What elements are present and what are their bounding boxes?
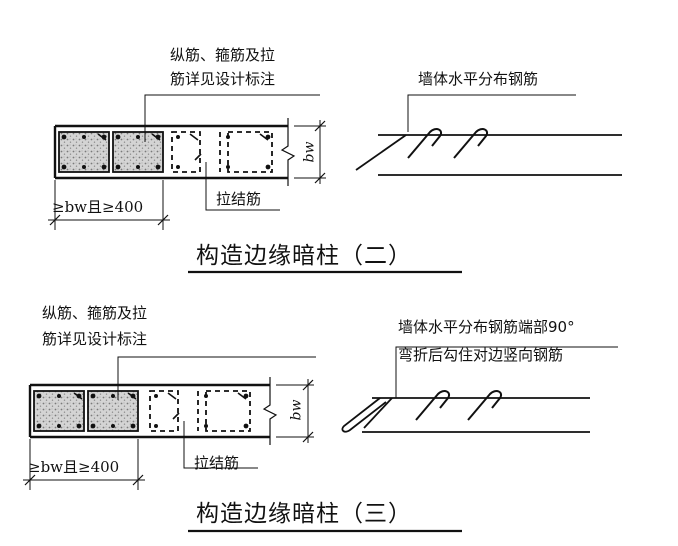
d2-tie-hook-3 [194, 153, 202, 161]
d2-label-long-bars-line2: 筋详见设计标注 [170, 70, 276, 88]
d3-leader-tie-bars [183, 421, 258, 469]
d2-tie-dashed-3 [227, 131, 273, 173]
d2-leader-wall-bars [407, 94, 576, 132]
diagram-2 [48, 94, 622, 274]
d3-hook-bar-1 [415, 390, 450, 421]
d3-label-long-bars-line2: 筋详见设计标注 [42, 330, 148, 348]
d2-leader-tie-bars [205, 162, 280, 211]
d3-label-long-bars-line1: 纵筋、箍筋及拉 [42, 304, 148, 322]
d2-hook-bar-1 [407, 128, 442, 159]
d3-title: 构造边缘暗柱（三） [196, 501, 412, 527]
d2-label-wall-bars: 墙体水平分布钢筋 [418, 70, 539, 88]
d3-break-line [262, 377, 278, 445]
d2-tie-dashed-1 [171, 131, 201, 173]
d3-leader-long-bars [117, 356, 316, 400]
d3-wall-bar-bend-2 [363, 397, 393, 429]
d2-wall-bar-diag [355, 134, 407, 171]
d3-leader-wall-bars [395, 346, 618, 398]
d2-label-tie-bars: 拉结筋 [216, 190, 262, 208]
d2-title: 构造边缘暗柱（二） [196, 243, 412, 269]
d3-tie-dashed-1 [149, 390, 179, 432]
d3-label-tie-bars: 拉结筋 [194, 454, 240, 472]
d2-rebar-dots [61, 134, 271, 170]
d3-wall-bar-bend-1 [341, 397, 387, 433]
d2-break-line [280, 118, 296, 186]
d2-dim-bw-label: bw [301, 141, 318, 163]
diagram-3 [23, 346, 618, 533]
d2-tie-hook-1 [189, 133, 199, 141]
d3-rebar-dots [36, 393, 249, 429]
d3-hook-bar-2 [467, 390, 502, 421]
d3-dim-bw-label: bw [288, 399, 305, 421]
d3-label-wall-bars-line2: 弯折后勾住对边竖向钢筋 [398, 346, 564, 364]
d3-tie-dashed-3 [205, 390, 251, 432]
d2-dim-length-label: ≥bw且≥400 [52, 198, 144, 216]
d2-tie-hook-2 [259, 133, 269, 141]
d2-hook-bar-2 [453, 128, 488, 159]
d3-dim-length-label: ≥bw且≥400 [28, 458, 120, 476]
d2-leader-long-bars [144, 94, 320, 142]
d2-label-long-bars-line1: 纵筋、箍筋及拉 [170, 46, 276, 64]
d3-label-wall-bars-line1: 墙体水平分布钢筋端部90° [398, 318, 575, 336]
